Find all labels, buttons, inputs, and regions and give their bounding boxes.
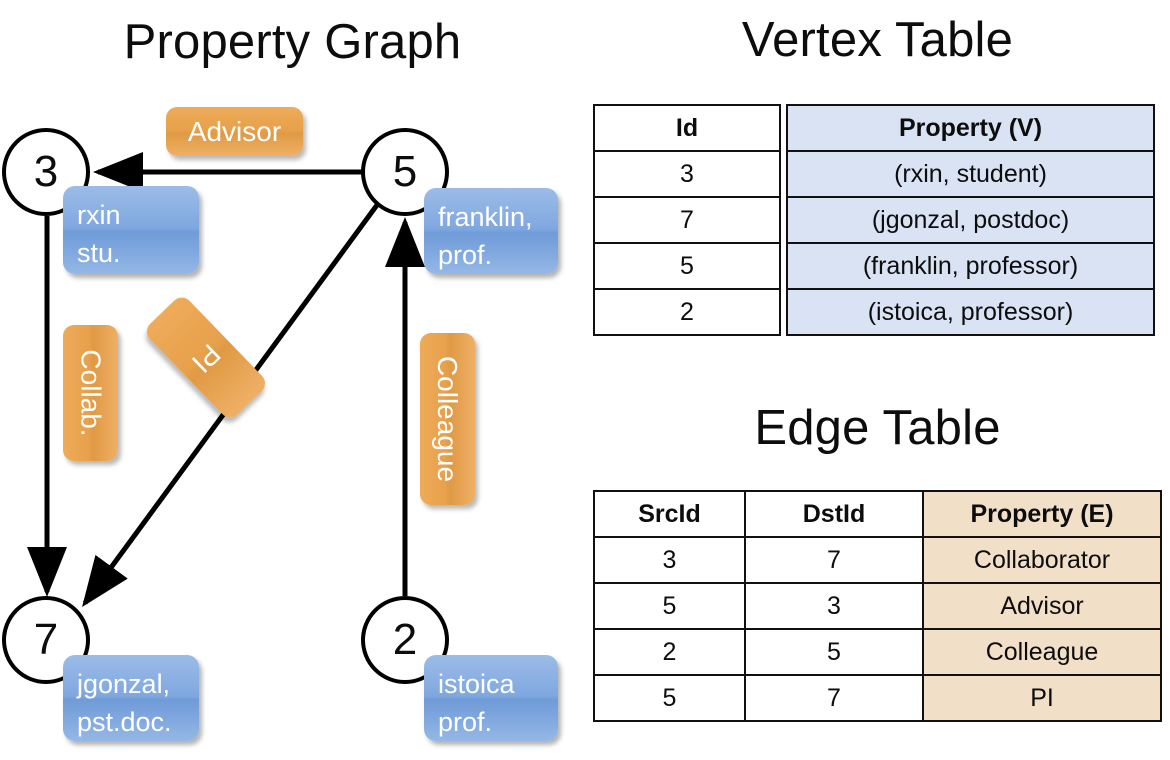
edge-label-collab: Collab. [63, 325, 118, 461]
edge-table-header-property: Property (E) [922, 490, 1162, 538]
edge-label-colleague-text: Colleague [432, 355, 464, 483]
vertex-property-line-1: istoica [438, 669, 515, 699]
vertex-table-header-id: Id [593, 104, 781, 152]
table-row: (istoica, professor) [786, 288, 1155, 336]
table-row: 2 [593, 288, 781, 336]
page-title-edge-table: Edge Table [754, 401, 1001, 455]
vertex-property-line-2: stu. [77, 238, 121, 269]
table-row: 7 [593, 196, 781, 244]
graph-node-5[interactable]: 5 [361, 128, 449, 216]
edge-table-cell-srcid: 5 [593, 674, 746, 722]
table-row: 5 3 [593, 582, 924, 630]
vertex-table-cell-id: 2 [593, 288, 781, 336]
vertex-property-line-2: pst.doc. [77, 707, 172, 738]
table-header-row: SrcId DstId [593, 490, 924, 538]
vertex-table-cell-property: (franklin, professor) [786, 242, 1155, 290]
edge-table-cell-property: Advisor [922, 582, 1162, 630]
vertex-table-header-property: Property (V) [786, 104, 1155, 152]
page-title-vertex-table: Vertex Table [741, 13, 1014, 67]
edge-table-cell-srcid: 2 [593, 628, 746, 676]
vertex-table-cell-id: 3 [593, 150, 781, 198]
edge-label-advisor-text: Advisor [187, 115, 282, 147]
vertex-property-line-1: rxin [77, 200, 121, 230]
table-header-row: Property (E) [922, 490, 1162, 538]
table-row: Collaborator [922, 536, 1162, 584]
vertex-property-line-2: prof. [438, 707, 493, 738]
vertex-property-callout-3: rxin stu. [63, 186, 199, 274]
table-row: 5 [593, 242, 781, 290]
edge-table-header-srcid: SrcId [593, 490, 746, 538]
vertex-property-callout-5: franklin, prof. [424, 188, 558, 274]
vertex-table-cell-id: 7 [593, 196, 781, 244]
edge-table-cell-dstid: 3 [744, 582, 924, 630]
edge-table-cell-property: PI [922, 674, 1162, 722]
edge-table-src-dst-columns: SrcId DstId 3 7 5 3 2 5 5 7 [593, 490, 924, 722]
vertex-property-line-1: jgonzal, [77, 669, 171, 699]
edge-table-cell-srcid: 5 [593, 582, 746, 630]
vertex-table-property-column: Property (V) (rxin, student) (jgonzal, p… [786, 104, 1155, 336]
page-title-property-graph: Property Graph [123, 15, 462, 69]
edge-table-cell-property: Collaborator [922, 536, 1162, 584]
edge-table-property-column: Property (E) Collaborator Advisor Collea… [922, 490, 1162, 722]
edge-label-collab-text: Collab. [75, 349, 107, 437]
vertex-property-callout-2: istoica prof. [424, 655, 558, 741]
table-row: 2 5 [593, 628, 924, 676]
table-header-row: Property (V) [786, 104, 1155, 152]
edge-table-cell-srcid: 3 [593, 536, 746, 584]
table-header-row: Id [593, 104, 781, 152]
table-row: (franklin, professor) [786, 242, 1155, 290]
vertex-table-cell-id: 5 [593, 242, 781, 290]
vertex-table-cell-property: (istoica, professor) [786, 288, 1155, 336]
vertex-table-cell-property: (rxin, student) [786, 150, 1155, 198]
edge-table-cell-dstid: 7 [744, 536, 924, 584]
edge-table-cell-dstid: 5 [744, 628, 924, 676]
graph-node-2[interactable]: 2 [361, 596, 449, 684]
property-graph-diagram: 3 5 7 2 rxin stu. franklin, prof. jgonza… [2, 107, 558, 741]
table-row: Colleague [922, 628, 1162, 676]
vertex-property-line-1: franklin, [438, 202, 533, 232]
table-row: PI [922, 674, 1162, 722]
vertex-property-callout-7: jgonzal, pst.doc. [63, 655, 199, 741]
vertex-table-cell-property: (jgonzal, postdoc) [786, 196, 1155, 244]
edge-table-header-dstid: DstId [744, 490, 924, 538]
edge-label-colleague: Colleague [420, 333, 475, 505]
edge-table-cell-property: Colleague [922, 628, 1162, 676]
table-row: (rxin, student) [786, 150, 1155, 198]
table-row: (jgonzal, postdoc) [786, 196, 1155, 244]
edge-label-advisor: Advisor [166, 107, 303, 156]
edge-table-cell-dstid: 7 [744, 674, 924, 722]
table-row: 3 [593, 150, 781, 198]
table-row: 3 7 [593, 536, 924, 584]
vertex-table-id-column: Id 3 7 5 2 [593, 104, 781, 336]
table-row: Advisor [922, 582, 1162, 630]
edge-label-pi-text: PI [186, 337, 227, 379]
table-row: 5 7 [593, 674, 924, 722]
vertex-property-line-2: prof. [438, 240, 493, 271]
